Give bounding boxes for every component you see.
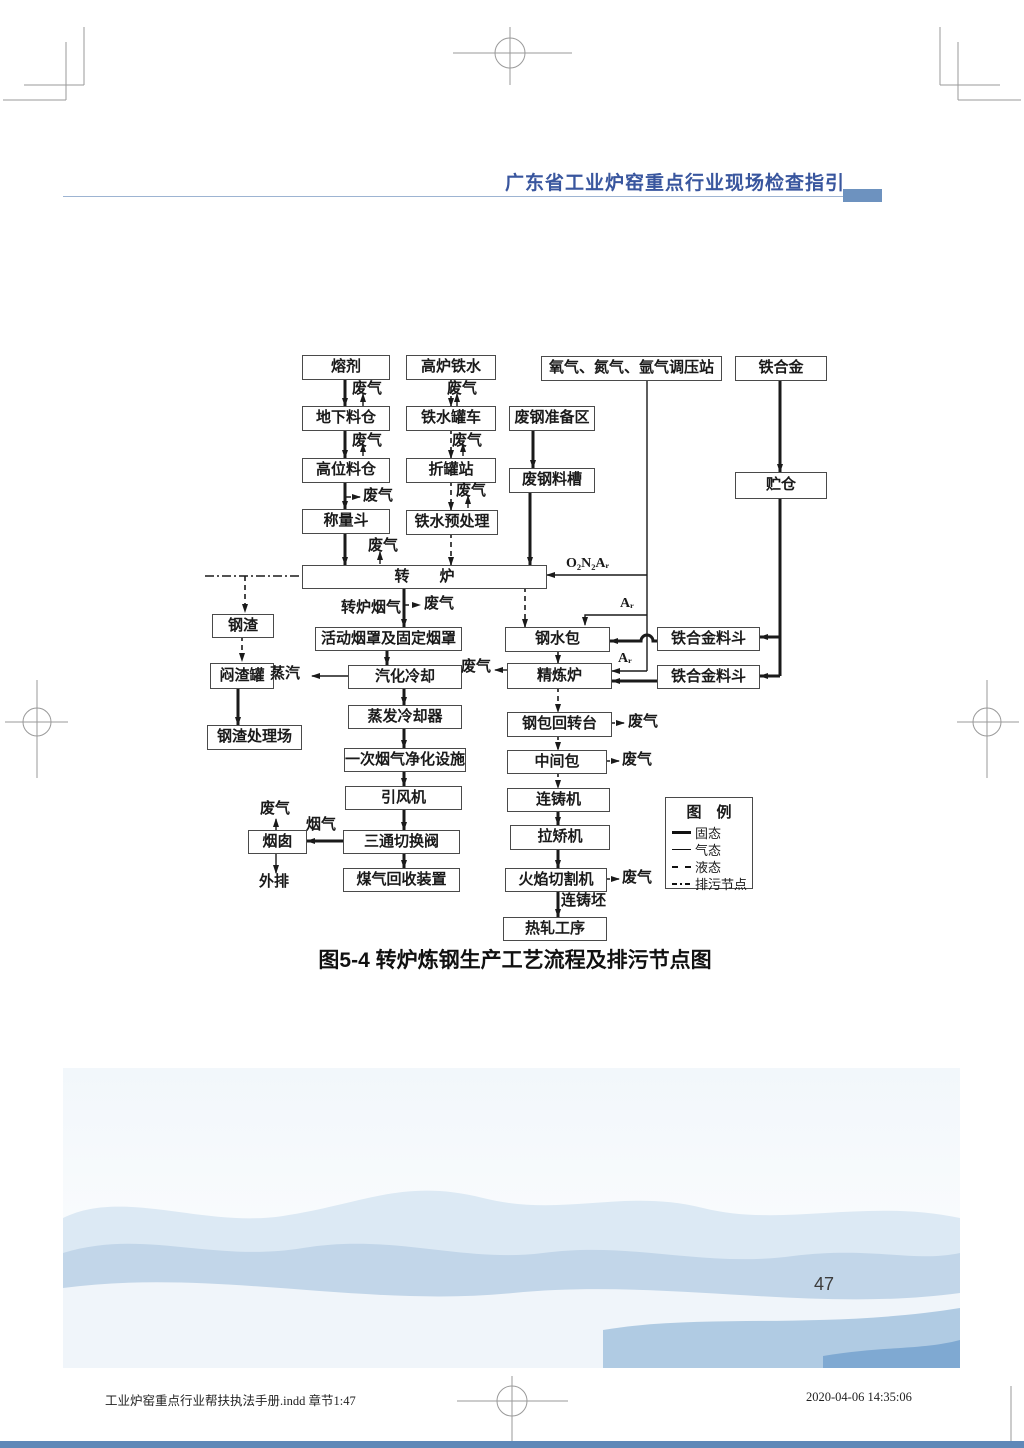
box-underground-bin: 地下料仓 bbox=[302, 406, 390, 431]
box-scrap-prep-area: 废钢准备区 bbox=[509, 406, 595, 431]
box-slag-yard: 钢渣处理场 bbox=[207, 725, 302, 750]
figure-caption: 图5-4 转炉炼钢生产工艺流程及排污节点图 bbox=[318, 949, 712, 972]
label-waste-gas: 废气 bbox=[456, 483, 487, 499]
box-steel-slag: 钢渣 bbox=[212, 614, 274, 638]
label-waste-gas: 废气 bbox=[352, 381, 383, 397]
box-id-fan: 引风机 bbox=[345, 786, 462, 810]
label-external-discharge: 外排 bbox=[259, 874, 290, 890]
header-rule bbox=[63, 196, 882, 197]
label-converter-flue-gas: 转炉烟气 bbox=[341, 600, 402, 616]
box-caster: 连铸机 bbox=[507, 788, 610, 812]
box-ferroalloy: 铁合金 bbox=[735, 356, 827, 381]
box-converter: 转 炉 bbox=[302, 565, 547, 589]
box-flame-cutter: 火焰切割机 bbox=[505, 868, 607, 892]
box-tilting-station: 折罐站 bbox=[406, 458, 496, 483]
legend-line-dashdot bbox=[672, 882, 691, 885]
page-number: 47 bbox=[814, 1274, 835, 1294]
label-waste-gas: 废气 bbox=[622, 870, 653, 886]
label-waste-gas: 废气 bbox=[260, 801, 291, 817]
box-high-level-bin: 高位料仓 bbox=[302, 458, 390, 483]
bottom-accent-bar bbox=[0, 1441, 1024, 1448]
label-waste-gas: 废气 bbox=[363, 488, 394, 504]
legend-line-solid-thin bbox=[672, 849, 691, 850]
label-waste-gas: 废气 bbox=[424, 596, 455, 612]
box-storage-bin: 贮仓 bbox=[735, 472, 827, 499]
label-argon: Aᵣ bbox=[618, 651, 632, 666]
box-hot-rolling: 热轧工序 bbox=[503, 917, 607, 941]
legend-title: 图 例 bbox=[686, 805, 732, 821]
legend-item-liquid: 液态 bbox=[672, 858, 746, 875]
label-cast-billet: 连铸坯 bbox=[561, 893, 607, 909]
label-waste-gas: 废气 bbox=[461, 659, 492, 675]
box-slag-smother-pot: 闷渣罐 bbox=[210, 663, 274, 689]
footer-filename: 工业炉窑重点行业帮扶执法手册.indd 章节1:47 bbox=[105, 1394, 356, 1408]
box-primary-gas-cleaning: 一次烟气净化设施 bbox=[344, 748, 466, 772]
box-flux: 熔剂 bbox=[302, 355, 390, 380]
label-waste-gas: 废气 bbox=[368, 538, 399, 554]
header-accent-rect bbox=[843, 189, 882, 202]
label-waste-gas: 废气 bbox=[352, 433, 383, 449]
box-straightener: 拉矫机 bbox=[510, 825, 610, 850]
box-iron-ladle-car: 铁水罐车 bbox=[406, 406, 496, 431]
box-gas-recovery: 煤气回收装置 bbox=[343, 868, 460, 892]
legend-item-discharge-node: 排污节点 bbox=[672, 875, 747, 892]
label-waste-gas: 废气 bbox=[447, 381, 478, 397]
page-header-title: 广东省工业炉窑重点行业现场检查指引 bbox=[504, 173, 845, 194]
box-tundish: 中间包 bbox=[507, 750, 607, 774]
box-evap-cooler: 蒸发冷却器 bbox=[348, 705, 462, 729]
box-three-way-valve: 三通切换阀 bbox=[343, 830, 460, 854]
label-steam: 蒸汽 bbox=[270, 666, 301, 682]
mountain-mist-illustration bbox=[63, 1068, 960, 1368]
box-ferroalloy-hopper-2: 铁合金料斗 bbox=[657, 665, 760, 689]
box-steel-ladle: 钢水包 bbox=[505, 627, 610, 652]
box-vapor-cooling: 汽化冷却 bbox=[348, 665, 462, 689]
label-waste-gas: 废气 bbox=[622, 752, 653, 768]
label-argon: Aᵣ bbox=[620, 596, 634, 611]
footer-timestamp: 2020-04-06 14:35:06 bbox=[806, 1390, 912, 1404]
box-iron-pretreatment: 铁水预处理 bbox=[406, 510, 498, 535]
legend-item-gas: 气态 bbox=[672, 841, 746, 858]
box-ferroalloy-hopper-1: 铁合金料斗 bbox=[657, 627, 760, 651]
label-waste-gas: 废气 bbox=[628, 714, 659, 730]
legend: 图 例 固态 气态 液态 排污节点 bbox=[665, 797, 753, 892]
label-flue-gas: 烟气 bbox=[306, 817, 337, 833]
legend-item-solid: 固态 bbox=[672, 824, 746, 841]
landscape-artwork bbox=[63, 1068, 960, 1368]
box-ladle-turret: 钢包回转台 bbox=[507, 712, 612, 737]
box-scrap-chute: 废钢料槽 bbox=[509, 468, 595, 493]
legend-line-solid-thick bbox=[672, 831, 691, 834]
box-refining-furnace: 精炼炉 bbox=[507, 663, 612, 689]
box-weighing-hopper: 称量斗 bbox=[302, 509, 390, 534]
box-bf-molten-iron: 高炉铁水 bbox=[406, 355, 496, 380]
legend-line-dashed bbox=[672, 865, 691, 868]
box-gas-pressure-station: 氧气、氮气、氩气调压站 bbox=[541, 356, 722, 381]
label-waste-gas: 废气 bbox=[452, 433, 483, 449]
box-movable-fixed-hood: 活动烟罩及固定烟罩 bbox=[315, 627, 462, 651]
box-chimney: 烟囱 bbox=[248, 830, 307, 854]
label-o2n2ar: O₂N₂Aᵣ bbox=[566, 556, 610, 571]
